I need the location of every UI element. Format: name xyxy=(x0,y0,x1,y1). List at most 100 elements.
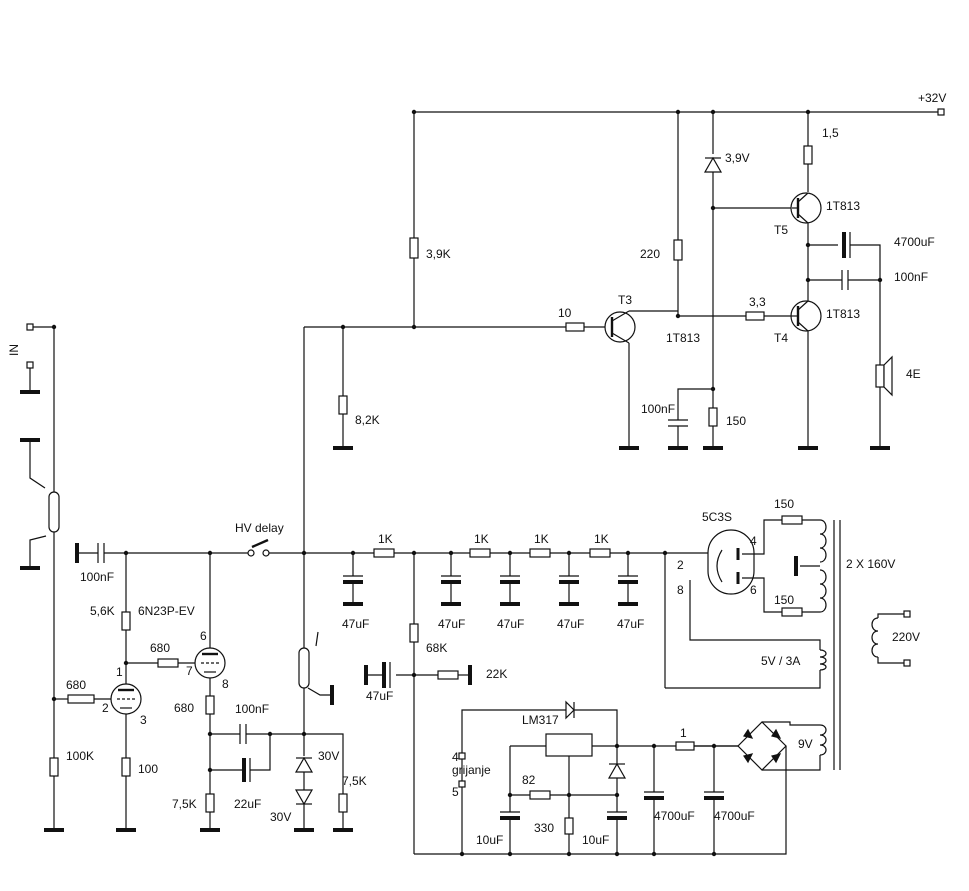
hv-delay-switch xyxy=(247,538,270,557)
labels: +32V IN 1,5 3,9V 1T813 T5 4700uF 100nF 3… xyxy=(7,91,946,847)
zener-3-9v xyxy=(703,156,723,173)
capacitor-47uf-e xyxy=(618,553,638,606)
label-secondary-lv: 9V xyxy=(798,737,813,751)
capacitor-47uf-c xyxy=(500,553,520,606)
label-rect-pin-4: 4 xyxy=(750,534,757,548)
label-r-220: 220 xyxy=(640,247,660,261)
supply-terminal xyxy=(937,108,945,116)
label-c-47uf-c: 47uF xyxy=(497,617,524,631)
label-r-68k: 68K xyxy=(426,641,447,655)
label-rect-pin-2: 2 xyxy=(677,558,684,572)
mains-terminal-a xyxy=(903,610,911,618)
label-secondary-hv: 2 X 160V xyxy=(846,557,895,571)
label-c-47uf-e: 47uF xyxy=(617,617,644,631)
shielded-cable-icon xyxy=(48,491,60,533)
power-supply xyxy=(414,515,911,857)
transistor-t3 xyxy=(604,310,678,450)
diode-top xyxy=(565,700,575,720)
label-heater: 5V / 3A xyxy=(761,654,800,668)
label-t4-type: 1T813 xyxy=(826,307,860,321)
label-r-100: 100 xyxy=(138,762,158,776)
zener-30v-a xyxy=(294,756,314,773)
label-r-680-cath: 680 xyxy=(174,701,194,715)
resistor-3-9k xyxy=(409,237,419,259)
resistor-7-5k-a xyxy=(205,793,215,813)
label-c-100nf-in: 100nF xyxy=(80,570,114,584)
label-r-22k: 22K xyxy=(486,667,507,681)
label-lm317: LM317 xyxy=(522,713,559,727)
label-c-47uf-b: 47uF xyxy=(438,617,465,631)
mains-terminal-b xyxy=(903,659,911,667)
label-r-82: 82 xyxy=(522,773,536,787)
label-tube: 6N23P-EV xyxy=(138,604,195,618)
zener-30v-b xyxy=(294,789,314,806)
resistor-3-3 xyxy=(745,311,765,321)
resistor-5-6k xyxy=(121,611,131,631)
label-r-1k-c: 1K xyxy=(534,532,549,546)
bridge-rectifier xyxy=(737,721,787,771)
label-r-10: 10 xyxy=(558,306,572,320)
resistor-1-5 xyxy=(803,145,813,165)
label-r-680-grid: 680 xyxy=(150,641,170,655)
resistor-7-5k-b xyxy=(338,793,348,813)
label-c-47uf-a: 47uF xyxy=(342,617,369,631)
resistor-1k-c xyxy=(529,548,551,558)
resistor-82 xyxy=(529,790,551,800)
resistor-1 xyxy=(675,741,695,751)
label-r-1k-b: 1K xyxy=(474,532,489,546)
label-c-100nf-t3: 100nF xyxy=(641,402,675,416)
label-r-150-a: 150 xyxy=(774,497,794,511)
label-r-150-t3: 150 xyxy=(726,414,746,428)
triode-1 xyxy=(110,683,142,715)
label-pin-2: 2 xyxy=(102,701,109,715)
capacitor-47uf-div xyxy=(364,662,391,688)
label-t3-type: 1T813 xyxy=(666,331,700,345)
resistor-680-cath xyxy=(205,695,215,715)
resistor-8-2k xyxy=(338,395,348,415)
label-c-100nf-zobel: 100nF xyxy=(894,270,928,284)
label-heater-pin-4: 4 xyxy=(452,750,459,764)
label-c-22uf: 22uF xyxy=(234,797,261,811)
label-rect-pin-8: 8 xyxy=(677,583,684,597)
label-r-150-b: 150 xyxy=(774,593,794,607)
heater-terminal-5 xyxy=(458,780,466,788)
label-rect-tube: 5C3S xyxy=(702,510,732,524)
resistor-150-t3 xyxy=(708,407,718,427)
capacitor-47uf-a xyxy=(343,553,363,606)
label-r-680-in: 680 xyxy=(66,678,86,692)
label-r-1-5: 1,5 xyxy=(822,126,839,140)
label-c-10uf-a: 10uF xyxy=(476,833,503,847)
label-input: IN xyxy=(7,344,21,356)
label-r-1k-d: 1K xyxy=(594,532,609,546)
capacitor-10uf-a xyxy=(500,811,520,854)
capacitor-4700uf-b xyxy=(704,746,724,854)
label-c-4700uf-out: 4700uF xyxy=(894,235,935,249)
zener-reg xyxy=(607,762,627,779)
resistor-330 xyxy=(564,817,574,835)
lm317-regulator xyxy=(545,733,593,757)
resistor-1k-a xyxy=(373,548,395,558)
transistor-t4 xyxy=(790,300,822,450)
capacitor-4700uf-a xyxy=(644,746,664,854)
label-pin-1: 1 xyxy=(116,665,123,679)
label-c-4700uf-a: 4700uF xyxy=(654,809,695,823)
resistor-150-a xyxy=(781,515,803,525)
capacitor-10uf-b xyxy=(607,811,627,854)
transistor-t5 xyxy=(790,192,822,300)
label-heater-word: grijanje xyxy=(452,763,491,777)
label-t5-type: 1T813 xyxy=(826,199,860,213)
label-pin-6: 6 xyxy=(200,629,207,643)
label-r-8-2k: 8,2K xyxy=(355,413,380,427)
capacitor-47uf-d xyxy=(559,553,579,606)
label-r-100k: 100K xyxy=(66,749,94,763)
label-z-30v-a: 30V xyxy=(318,749,339,763)
label-r-330: 330 xyxy=(534,821,554,835)
input-stage xyxy=(20,323,353,832)
shielded-cable-2-icon xyxy=(298,647,310,689)
label-pin-7: 7 xyxy=(186,664,193,678)
resistor-1k-d xyxy=(589,548,611,558)
label-supply: +32V xyxy=(918,91,946,105)
label-t4: T4 xyxy=(774,331,788,345)
label-c-47uf-d: 47uF xyxy=(557,617,584,631)
